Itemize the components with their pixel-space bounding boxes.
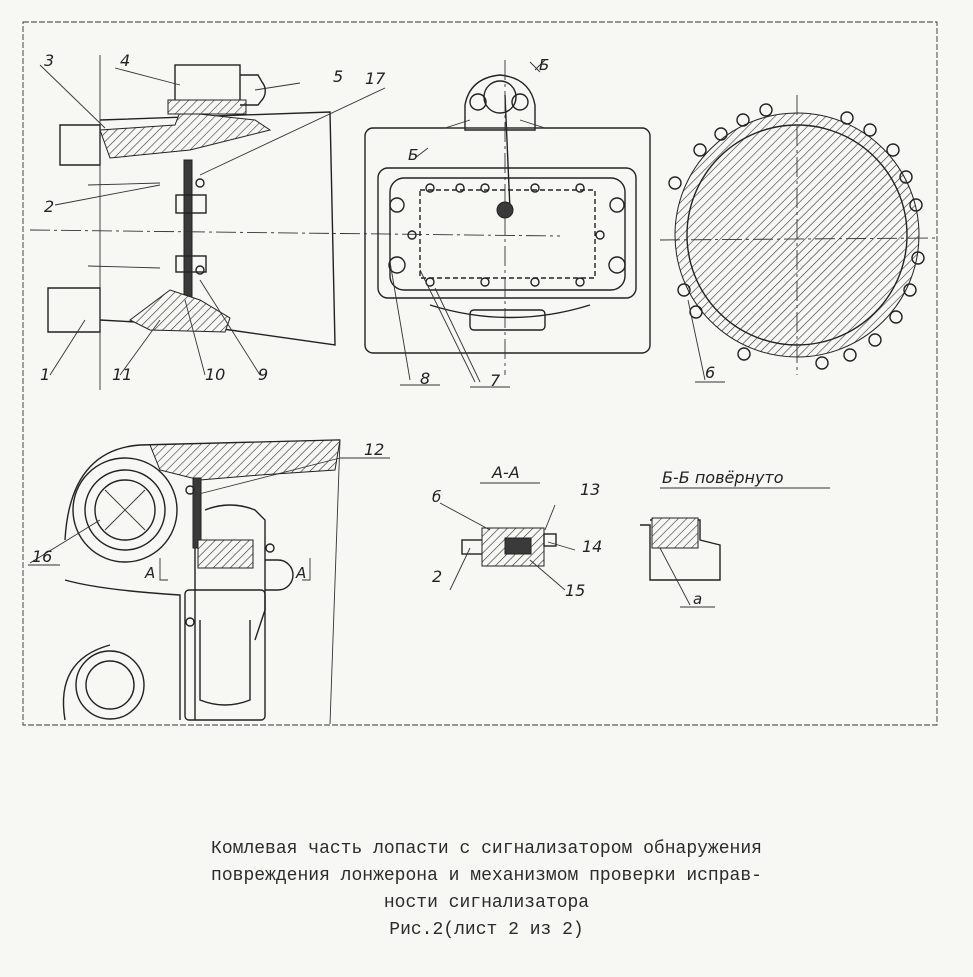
callout-4: 4 xyxy=(120,51,130,70)
callout-3: 3 xyxy=(44,51,54,70)
side-section-view: 3 4 5 17 2 1 11 10 9 xyxy=(29,51,561,390)
section-bb-view: Б-Б повёрнуто а xyxy=(640,468,830,608)
ring-bolts xyxy=(668,103,925,370)
callout-14: 14 xyxy=(582,537,602,556)
figure-caption-line-2: повреждения лонжерона и механизмом прове… xyxy=(211,866,762,886)
callout-8: 8 xyxy=(420,369,430,388)
callout-13: 13 xyxy=(580,480,600,499)
callout-7: 7 xyxy=(490,371,501,390)
hub-view: А А 12 16 xyxy=(28,439,390,725)
callout-5: 5 xyxy=(333,67,343,86)
callout-letter-b: б xyxy=(432,488,441,506)
section-mark-b-top: Б xyxy=(539,56,549,74)
callout-6: 6 xyxy=(705,363,715,382)
section-mark-a-left: А xyxy=(144,564,155,582)
callout-17: 17 xyxy=(365,69,386,88)
callout-1: 1 xyxy=(40,365,50,384)
figure-caption-line-4: Рис.2(лист 2 из 2) xyxy=(389,920,584,940)
section-aa-title: А-А xyxy=(491,463,520,482)
callout-12: 12 xyxy=(364,440,384,459)
callout-9: 9 xyxy=(258,365,268,384)
callout-16: 16 xyxy=(32,547,52,566)
callout-2: 2 xyxy=(44,197,54,216)
section-mark-b-left: Б xyxy=(408,146,418,164)
section-bb-title: Б-Б повёрнуто xyxy=(662,468,784,487)
section-aa-view: А-А б 13 14 15 2 xyxy=(432,463,602,600)
front-view: Б Б 8 7 xyxy=(364,56,651,390)
figure-caption-line-1: Комлевая часть лопасти с сигнализатором … xyxy=(211,839,762,859)
ring-view: 6 xyxy=(659,95,936,383)
callout-15: 15 xyxy=(565,581,585,600)
callout-letter-a: а xyxy=(693,590,702,608)
section-mark-a-right: А xyxy=(295,564,306,582)
callout-10: 10 xyxy=(205,365,225,384)
callout-11: 11 xyxy=(112,365,132,384)
callout-2-section: 2 xyxy=(432,567,442,586)
drawing-frame xyxy=(22,21,938,726)
figure-caption-line-3: ности сигнализатора xyxy=(383,893,590,913)
